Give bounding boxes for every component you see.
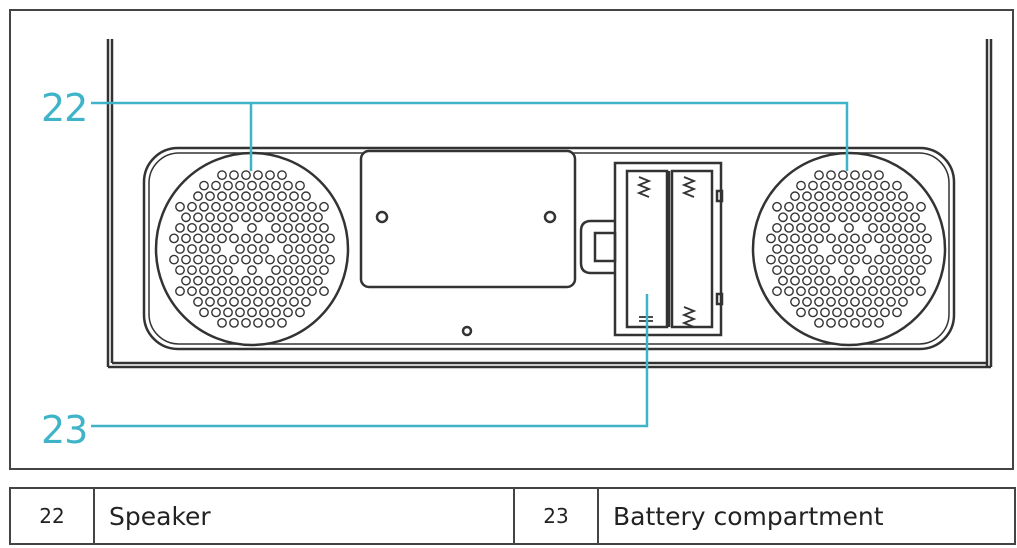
speaker-right — [751, 151, 947, 347]
device-enclosure — [106, 39, 993, 369]
cover-plate — [359, 149, 577, 289]
speaker-left — [154, 151, 350, 347]
device-bottom-view — [91, 39, 993, 428]
callout-lines — [91, 101, 849, 428]
callout-line-battery — [91, 294, 649, 428]
legend-label-battery: Battery compartment — [597, 487, 1016, 545]
legend-row: 22 Speaker 23 Battery compartment — [9, 487, 1016, 545]
small-hole — [461, 325, 473, 337]
legend-number-battery: 23 — [513, 487, 599, 545]
callout-number-battery: 23 — [41, 408, 88, 452]
legend-number-speaker: 22 — [9, 487, 95, 545]
callout-number-speaker: 22 — [41, 86, 88, 130]
legend-label-speaker: Speaker — [93, 487, 515, 545]
callout-line-speaker-right — [91, 101, 849, 171]
legend-table: 22 Speaker 23 Battery compartment — [9, 487, 1016, 545]
product-diagram: 22 23 — [9, 9, 1014, 470]
battery-compartment — [579, 161, 724, 337]
